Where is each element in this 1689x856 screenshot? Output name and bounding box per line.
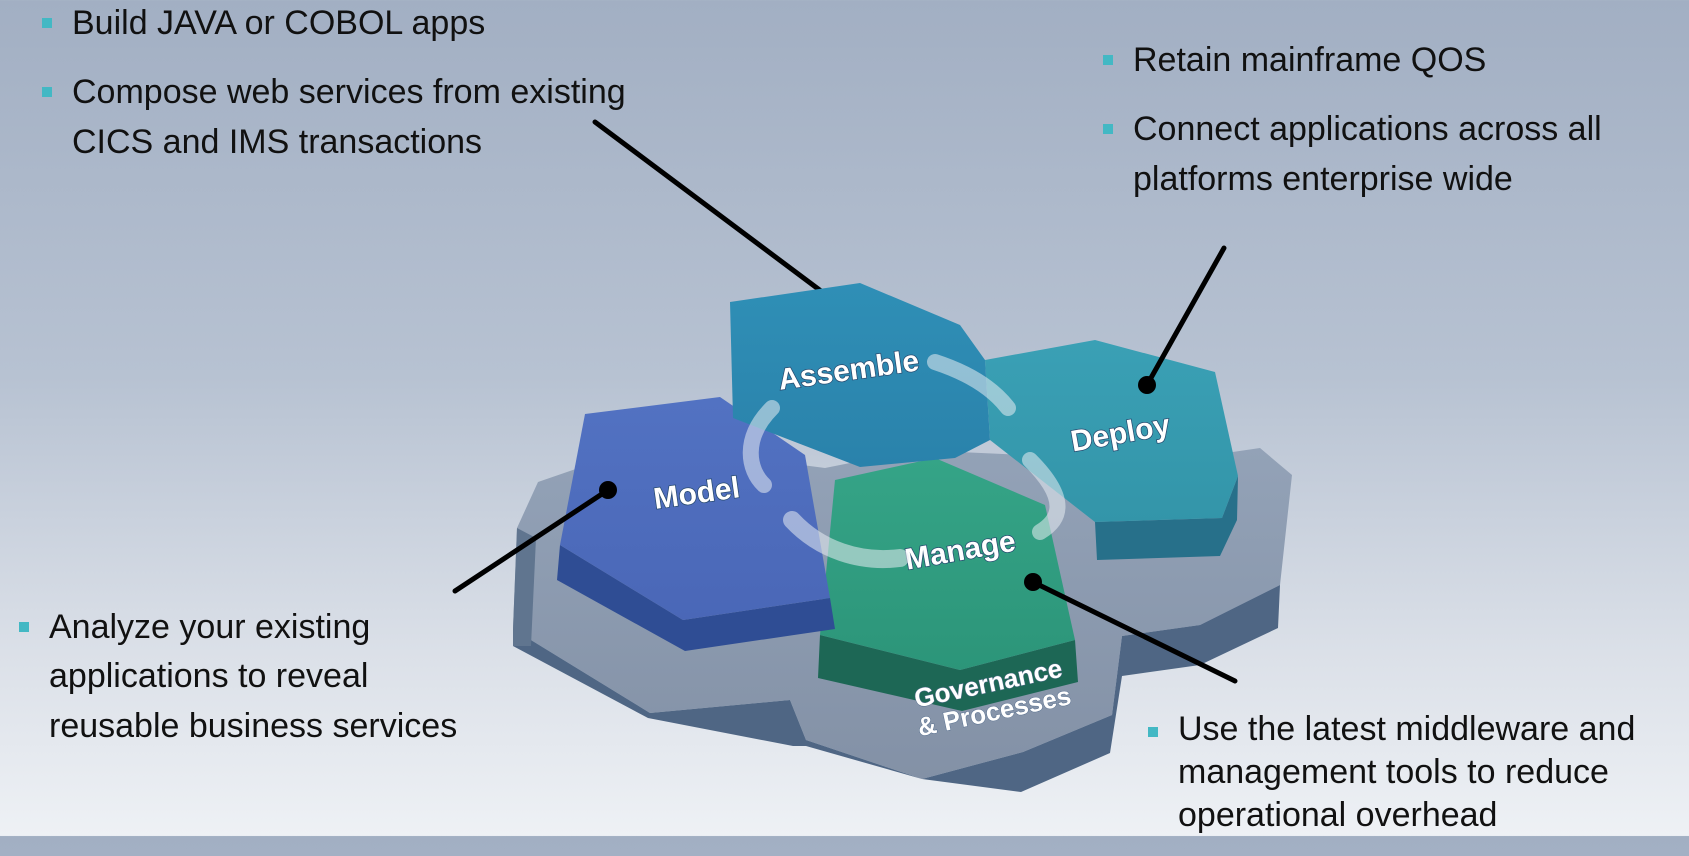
bottom-left-bullet-list: Analyze your existing applications to re…: [13, 603, 513, 771]
leader-line-deploy: [1138, 245, 1227, 394]
bullet-analyze-applications: Analyze your existing applications to re…: [13, 603, 459, 751]
bullet-retain-qos: Retain mainframe QOS: [1097, 36, 1687, 85]
bullet-connect-applications: Connect applications across all platform…: [1097, 105, 1673, 204]
soa-lifecycle-diagram: Manage Model Deploy Assemble Governance …: [452, 119, 1292, 792]
bullet-build-apps: Build JAVA or COBOL apps: [36, 0, 736, 48]
cycle-arrows: [742, 354, 1066, 569]
bottom-right-bullet-list: Use the latest middleware and management…: [1142, 708, 1689, 856]
hex-model: Model: [557, 397, 835, 651]
top-left-bullet-list: Build JAVA or COBOL apps Compose web ser…: [36, 0, 736, 187]
hex-assemble: Assemble: [730, 283, 990, 467]
hex-manage: Manage: [818, 458, 1078, 711]
leader-line-manage: [1024, 573, 1238, 684]
bullet-middleware-tools: Use the latest middleware and management…: [1142, 708, 1689, 836]
leader-line-model: [452, 481, 617, 594]
top-right-bullet-list: Retain mainframe QOS Connect application…: [1097, 36, 1687, 224]
bullet-compose-services: Compose web services from existing CICS …: [36, 68, 692, 167]
